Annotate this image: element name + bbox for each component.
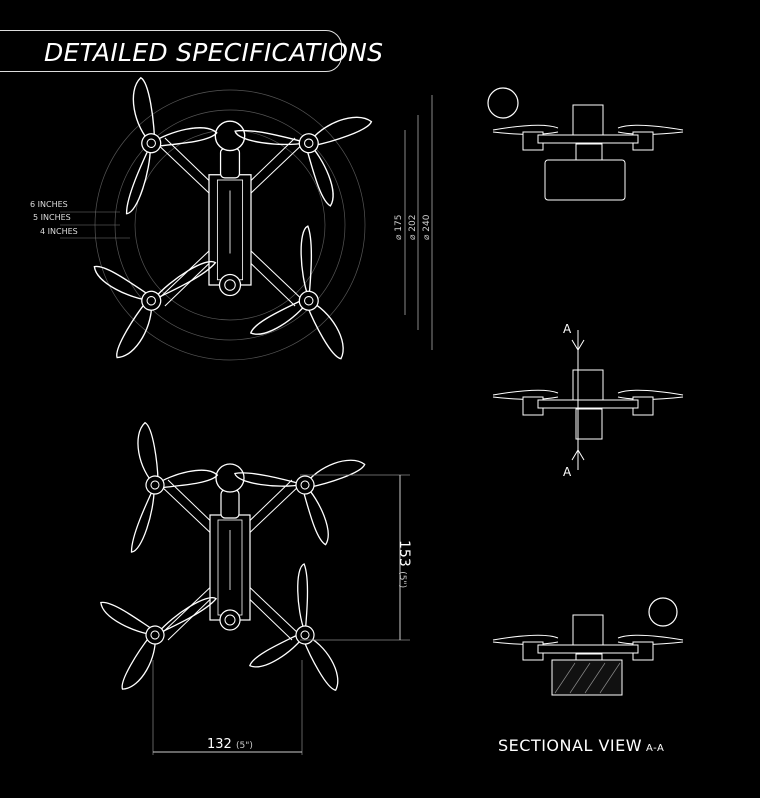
- section-view-title: SECTIONAL VIEW: [498, 736, 643, 755]
- diameter-175: ⌀ 175: [394, 214, 404, 240]
- section-mark-bottom: A: [563, 465, 572, 479]
- side-view: [487, 87, 684, 201]
- front-view: [492, 330, 684, 470]
- bottom-view: [76, 406, 410, 755]
- prop-label-4in: 4 INCHES: [40, 227, 78, 236]
- diameter-240: ⌀ 240: [422, 214, 432, 240]
- width-dimension: 132 (5"): [207, 737, 253, 752]
- height-unit: (5"): [397, 571, 407, 589]
- prop-label-5in: 5 INCHES: [33, 213, 71, 222]
- section-view: [492, 597, 684, 696]
- prop-label-6in: 6 INCHES: [30, 200, 68, 209]
- section-mark-top: A: [563, 322, 572, 336]
- width-unit: (5"): [235, 741, 253, 751]
- diameter-202: ⌀ 202: [408, 214, 418, 240]
- top-view: [60, 60, 433, 393]
- width-value: 132: [207, 737, 232, 752]
- height-value: 153: [396, 540, 412, 567]
- section-view-suffix: A-A: [646, 743, 665, 754]
- title-frame: [0, 30, 342, 72]
- height-dimension: 153 (5"): [396, 540, 412, 588]
- page-title: DETAILED SPECIFICATIONS: [44, 38, 384, 67]
